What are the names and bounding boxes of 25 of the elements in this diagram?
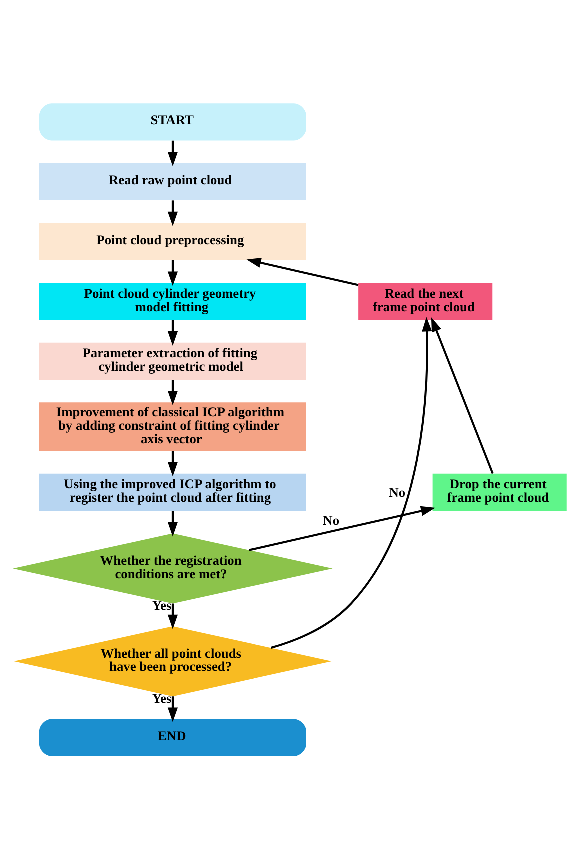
arrow — [430, 318, 494, 474]
arrow — [167, 380, 178, 406]
node-box: Parameter extraction of fitting cylinder geometric model — [38, 342, 306, 380]
node-box: Using the improved ICP algorithm to register the point cloud after fitting — [38, 474, 306, 511]
node-box: Point cloud preprocessing — [38, 223, 306, 260]
node-box: Read the next frame point cloud — [358, 283, 492, 320]
arrow — [167, 511, 178, 537]
node-box: Improvement of classical ICP algorithm by adding constraint of fitting cylinder axis vector — [38, 402, 306, 452]
edge-label: No — [388, 485, 406, 500]
arrow — [167, 140, 178, 167]
node-box: Read raw point cloud — [38, 163, 306, 201]
node-box: START — [38, 104, 306, 141]
node-box: Point cloud cylinder geometry model fitting — [38, 283, 306, 320]
arrow — [167, 320, 178, 346]
arrow — [270, 317, 432, 649]
arrow — [248, 506, 436, 552]
arrow — [167, 260, 178, 286]
node-box: Drop the current frame point cloud — [432, 474, 566, 511]
arrow — [167, 451, 178, 477]
arrow — [246, 258, 358, 286]
arrow — [167, 604, 178, 630]
arrow — [167, 696, 178, 722]
arrow — [167, 200, 178, 226]
node-box: END — [38, 719, 306, 756]
edge-label: No — [322, 512, 340, 528]
